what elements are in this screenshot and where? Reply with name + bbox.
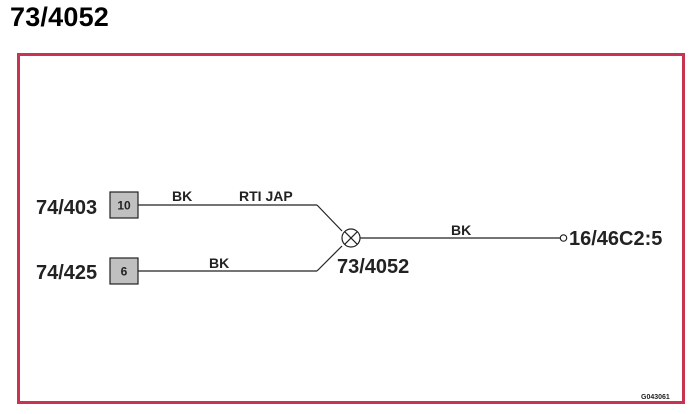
connector-2-pin: 6 [121, 265, 128, 279]
connector-1-wire-color: BK [172, 188, 192, 204]
connector-1-pin-box [109, 191, 139, 219]
connector-1-wire-diagonal [316, 204, 343, 232]
output-wire-color: BK [451, 222, 471, 238]
connector-1-wire-note: RTI JAP [239, 188, 293, 204]
output-terminal: 16/46C2:5 [569, 228, 662, 250]
connector-2-pin-box [109, 257, 139, 285]
connector-2-name: 74/425 [36, 262, 97, 284]
connector-2-wire-diagonal [316, 245, 343, 272]
terminal-icon [559, 234, 568, 242]
connector-1-pin: 10 [117, 199, 131, 213]
reference-code: G043061 [641, 394, 670, 401]
connector-1-name: 74/403 [36, 197, 97, 219]
page-title: 73/4052 [10, 2, 109, 32]
connector-2-wire-color: BK [209, 255, 229, 271]
splice-icon [341, 228, 361, 248]
diagram-frame [17, 53, 685, 404]
splice-name: 73/4052 [337, 256, 409, 278]
